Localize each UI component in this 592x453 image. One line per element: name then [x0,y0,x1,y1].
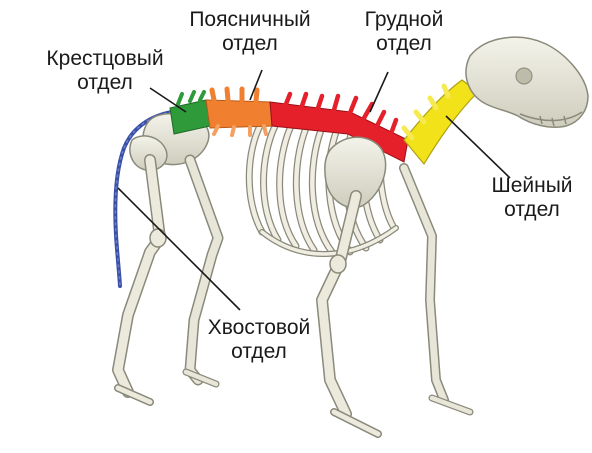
label-sacral-line2: отдел [20,71,190,95]
label-thoracic-line2: отдел [348,32,460,56]
label-caudal-line2: отдел [184,340,334,364]
label-sacral-line1: Крестцовый [20,47,190,71]
label-lumbar-line1: Поясничный [167,8,333,32]
label-cervical-line1: Шейный [474,174,590,198]
cervical-vertebrae [404,80,478,164]
label-caudal-line1: Хвостовой [184,316,334,340]
label-lumbar: Поясничный отдел [167,8,333,56]
label-cervical: Шейный отдел [474,174,590,222]
label-lumbar-line2: отдел [167,32,333,56]
label-caudal: Хвостовой отдел [184,316,334,364]
label-cervical-line2: отдел [474,198,590,222]
front-leg-far [404,168,470,412]
skull [466,37,588,127]
leader-line-cervical [446,116,510,178]
leader-line-thoracic [370,72,388,112]
front-leg-near [322,196,378,434]
sacral-vertebrae [170,92,210,134]
label-thoracic-line1: Грудной [348,8,460,32]
label-thoracic: Грудной отдел [348,8,460,56]
label-sacral: Крестцовый отдел [20,47,190,95]
